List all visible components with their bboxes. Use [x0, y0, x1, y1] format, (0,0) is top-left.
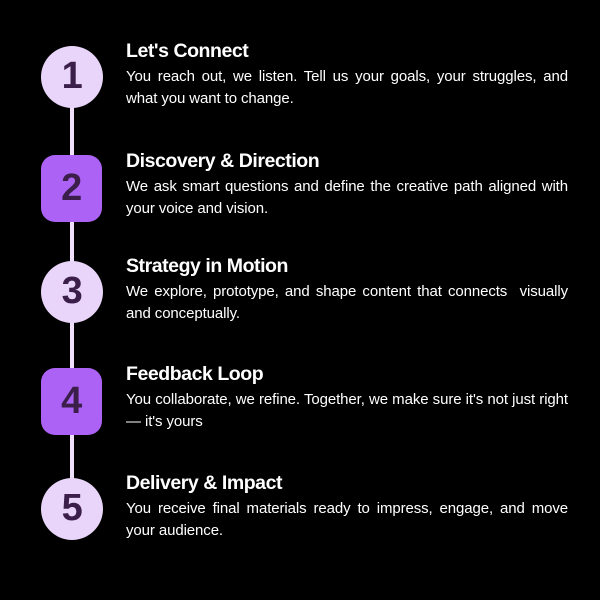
step-badge-4: 4: [41, 368, 102, 435]
step-number-1: 1: [61, 55, 83, 97]
step-content-1: Let's Connect You reach out, we listen. …: [126, 40, 568, 110]
timeline-step-1: 1 Let's Connect You reach out, we listen…: [0, 40, 600, 150]
timeline-step-3: 3 Strategy in Motion We explore, prototy…: [0, 255, 600, 365]
step-description-2: We ask smart questions and define the cr…: [126, 178, 573, 218]
step-number-5: 5: [61, 487, 83, 529]
step-title-5: Delivery & Impact: [126, 472, 283, 494]
step-title-4: Feedback Loop: [126, 363, 264, 385]
step-content-2: Discovery & Direction We ask smart quest…: [126, 150, 568, 220]
step-description-3: We explore, prototype, and shape content…: [126, 283, 573, 323]
step-number-2: 2: [61, 166, 82, 209]
step-badge-2: 2: [41, 155, 102, 222]
step-description-4: You collaborate, we refine. Together, we…: [126, 391, 573, 431]
step-description-5: You receive final materials ready to imp…: [126, 500, 573, 540]
step-badge-3: 3: [41, 261, 103, 323]
step-title-1: Let's Connect: [126, 40, 249, 62]
step-badge-5: 5: [41, 478, 103, 540]
timeline-step-2: 2 Discovery & Direction We ask smart que…: [0, 150, 600, 260]
timeline-step-5: 5 Delivery & Impact You receive final ma…: [0, 472, 600, 582]
step-description-1: You reach out, we listen. Tell us your g…: [126, 68, 573, 108]
step-content-5: Delivery & Impact You receive final mate…: [126, 472, 568, 542]
step-title-3: Strategy in Motion: [126, 255, 288, 277]
timeline-step-4: 4 Feedback Loop You collaborate, we refi…: [0, 363, 600, 473]
step-content-3: Strategy in Motion We explore, prototype…: [126, 255, 568, 325]
step-number-3: 3: [61, 270, 83, 312]
step-badge-1: 1: [41, 46, 103, 108]
step-title-2: Discovery & Direction: [126, 150, 320, 172]
step-content-4: Feedback Loop You collaborate, we refine…: [126, 363, 568, 433]
step-number-4: 4: [61, 379, 82, 422]
